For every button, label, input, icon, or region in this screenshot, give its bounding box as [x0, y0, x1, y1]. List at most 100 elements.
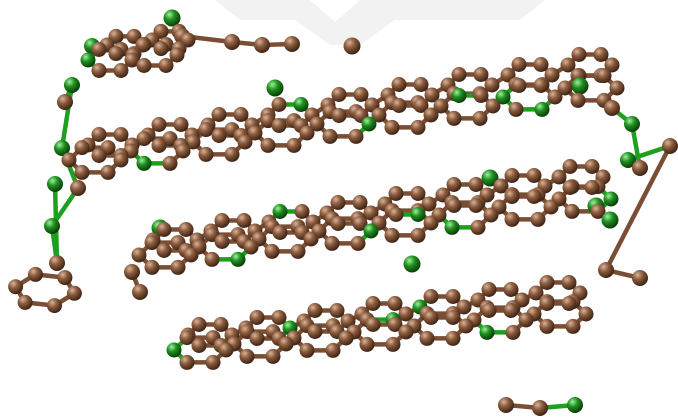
atom-layer [8, 9, 678, 416]
carbon-atom [485, 98, 501, 114]
carbon-atom [299, 125, 315, 141]
carbon-atom [353, 87, 369, 102]
green-atom [44, 218, 60, 234]
carbon-atom [278, 336, 294, 352]
carbon-atom [445, 310, 461, 325]
carbon-atom [481, 303, 497, 318]
carbon-atom [191, 338, 207, 353]
carbon-atom [423, 215, 439, 231]
carbon-atom [359, 336, 375, 352]
carbon-atom [456, 299, 472, 315]
carbon-atom [593, 47, 609, 62]
carbon-atom [17, 294, 33, 310]
green-atom [534, 101, 550, 117]
carbon-atom [350, 235, 366, 251]
carbon-atom [260, 137, 276, 153]
carbon-atom [528, 285, 544, 301]
bond [603, 143, 673, 273]
carbon-atom [662, 138, 678, 154]
carbon-atom [191, 317, 207, 332]
carbon-atom [557, 80, 573, 96]
carbon-atom [468, 198, 484, 213]
carbon-atom [530, 211, 546, 227]
carbon-atom [271, 118, 287, 133]
carbon-atom [211, 128, 227, 143]
carbon-atom [423, 310, 439, 325]
carbon-atom [398, 324, 414, 340]
green-atom [64, 77, 80, 93]
carbon-atom [322, 128, 338, 144]
green-atom [495, 89, 511, 105]
green-atom [620, 152, 636, 168]
carbon-atom [547, 89, 563, 105]
carbon-atom [264, 243, 280, 259]
carbon-atom [286, 137, 302, 153]
carbon-atom [49, 255, 65, 271]
green-atom [136, 155, 152, 171]
carbon-atom [61, 152, 77, 168]
carbon-atom [570, 92, 586, 108]
carbon-atom [290, 243, 306, 259]
carbon-atom [505, 324, 521, 340]
carbon-atom [604, 57, 620, 73]
carbon-atom [511, 78, 527, 93]
carbon-atom [544, 67, 560, 83]
carbon-atom [131, 247, 147, 263]
bond [59, 82, 75, 151]
carbon-atom [338, 330, 354, 346]
carbon-atom [384, 227, 400, 243]
carbon-atom [224, 34, 240, 50]
carbon-atom [254, 37, 270, 53]
carbon-atom [294, 204, 310, 219]
carbon-atom [162, 155, 178, 171]
carbon-atom [66, 285, 82, 301]
carbon-atom [387, 296, 403, 311]
carbon-atom [284, 36, 300, 52]
carbon-atom [91, 63, 107, 78]
carbon-atom [445, 330, 461, 346]
carbon-atom [468, 177, 484, 192]
carbon-atom [504, 168, 520, 183]
watermark-shape [215, 0, 545, 45]
carbon-atom [144, 259, 160, 275]
green-atom [479, 324, 495, 340]
carbon-atom [179, 354, 195, 370]
carbon-atom [632, 270, 648, 286]
carbon-atom [113, 127, 129, 142]
carbon-atom [504, 211, 520, 227]
carbon-atom [179, 330, 195, 346]
carbon-atom [307, 303, 323, 318]
carbon-atom [446, 177, 462, 192]
carbon-atom [74, 164, 90, 180]
green-atom [410, 207, 426, 222]
carbon-atom [265, 348, 281, 364]
carbon-atom [384, 119, 400, 135]
carbon-atom [124, 264, 140, 280]
carbon-atom [473, 67, 489, 82]
carbon-atom [239, 348, 255, 364]
carbon-atom [388, 207, 404, 222]
carbon-atom [446, 198, 462, 213]
green-atom [293, 97, 309, 112]
carbon-atom [249, 331, 265, 346]
green-atom [230, 251, 246, 267]
carbon-atom [424, 87, 440, 103]
carbon-atom [562, 159, 578, 174]
carbon-atom [271, 97, 287, 112]
green-atom [54, 140, 70, 156]
carbon-atom [183, 247, 199, 263]
green-atom [272, 204, 288, 219]
carbon-atom [423, 289, 439, 304]
carbon-atom [451, 67, 467, 82]
carbon-atom [539, 318, 555, 334]
carbon-atom [481, 282, 497, 297]
carbon-atom [584, 180, 600, 195]
carbon-atom [151, 138, 167, 153]
carbon-atom [324, 235, 340, 251]
carbon-atom [551, 169, 567, 185]
carbon-atom [532, 400, 548, 416]
carbon-atom [169, 47, 185, 63]
carbon-atom [204, 251, 220, 267]
carbon-atom [446, 110, 462, 126]
carbon-atom [565, 318, 581, 334]
